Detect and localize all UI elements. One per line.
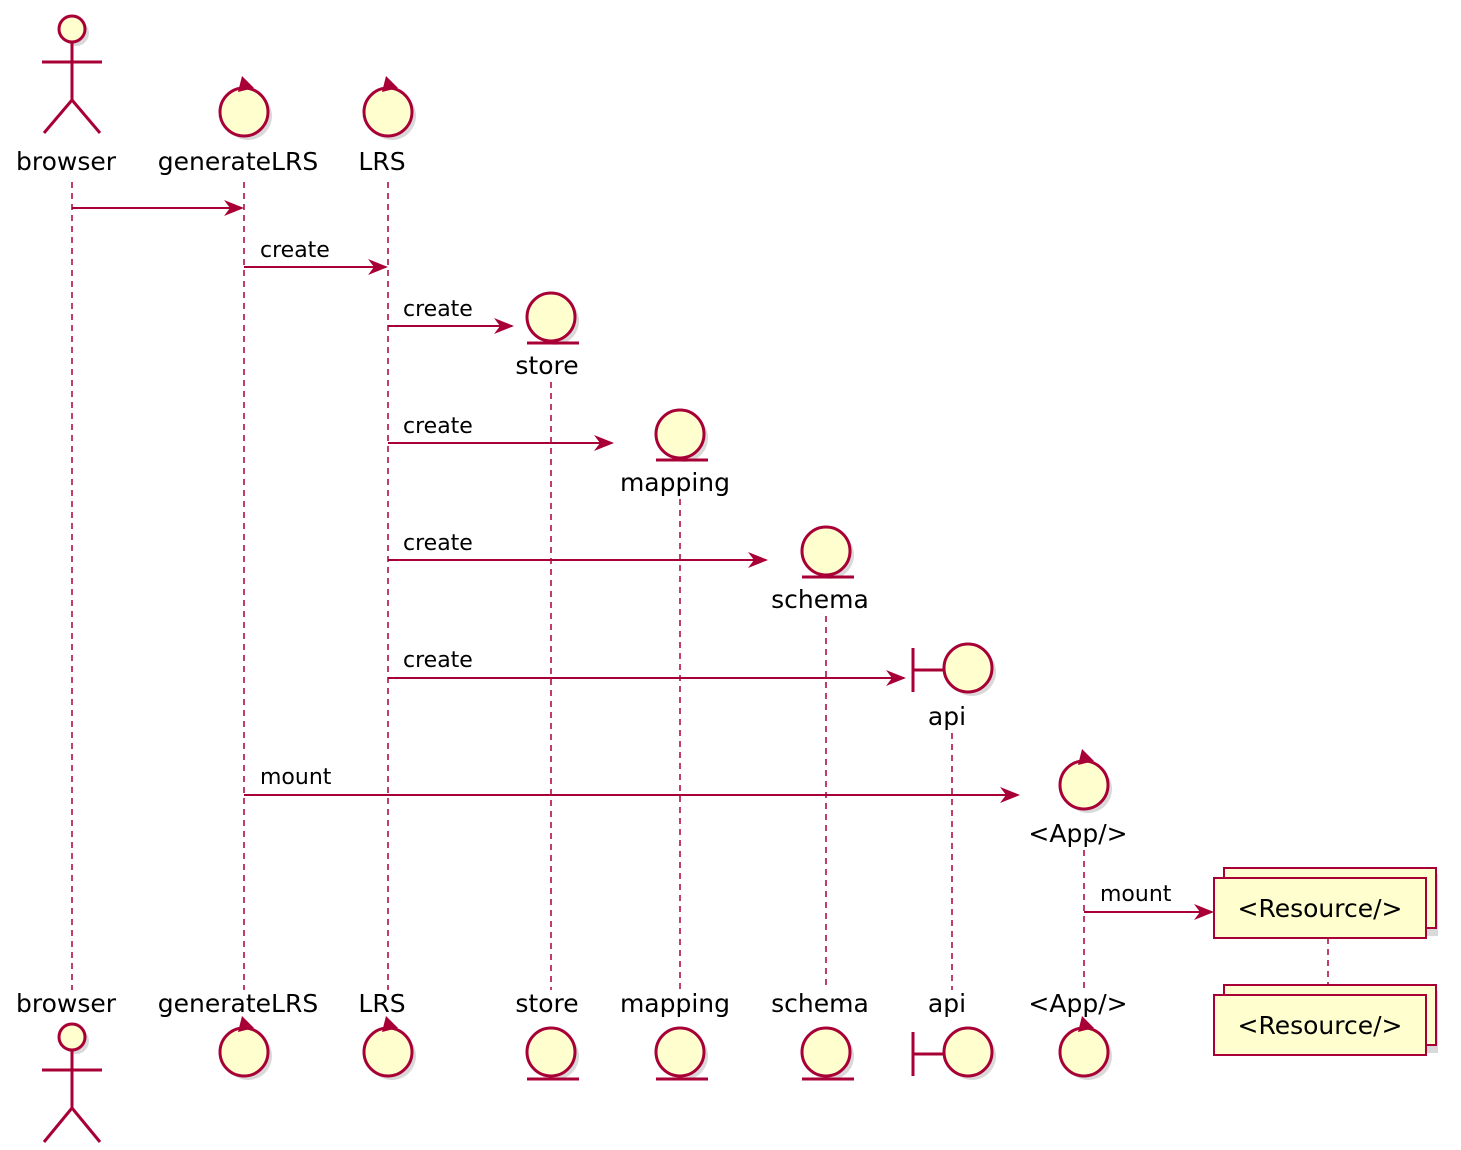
participant-label-browser-top: browser: [16, 147, 117, 176]
participant-label-schema-bottom: schema: [771, 989, 869, 1018]
collections-box-resource-bottom: [1213, 984, 1438, 1056]
control-icon-generatelrs-bottom: [218, 1016, 272, 1080]
message-label-5: create: [403, 531, 473, 556]
participant-label-browser-bottom: browser: [16, 989, 117, 1018]
participant-label-lrs-bottom: LRS: [358, 989, 405, 1018]
message-label-7: mount: [260, 765, 332, 790]
message-label-4: create: [403, 414, 473, 439]
participant-label-app-created: <App/>: [1028, 819, 1127, 848]
participant-label-api-bottom: api: [928, 989, 966, 1018]
participant-label-app-bottom: <App/>: [1028, 989, 1127, 1018]
entity-icon-store: [525, 291, 579, 345]
message-label-3: create: [403, 297, 473, 322]
participant-label-store-created: store: [515, 351, 578, 380]
actor-icon-browser: [42, 14, 102, 134]
participant-label-generatelrs-top: generateLRS: [158, 147, 318, 176]
message-label-6: create: [403, 648, 473, 673]
participant-label-resource-created: <Resource/>: [1238, 894, 1403, 923]
participant-label-lrs-top: LRS: [358, 147, 405, 176]
participant-label-api-created: api: [928, 702, 966, 731]
actor-icon-browser-bottom: [42, 1022, 102, 1143]
entity-icon-store-bottom: [525, 1026, 579, 1081]
entity-icon-mapping-bottom: [654, 1026, 708, 1081]
entity-icon-mapping: [654, 408, 708, 462]
participant-label-store-bottom: store: [515, 989, 578, 1018]
control-icon-app: [1058, 749, 1112, 813]
participant-label-schema-created: schema: [771, 585, 869, 614]
control-icon-lrs: [362, 76, 416, 140]
participant-label-resource-bottom: <Resource/>: [1238, 1011, 1403, 1040]
message-label-2: create: [260, 238, 330, 263]
boundary-icon-api-bottom: [911, 1026, 996, 1080]
control-icon-app-bottom: [1058, 1016, 1112, 1080]
control-icon-generatelrs: [218, 76, 272, 140]
entity-icon-schema-bottom: [800, 1026, 854, 1081]
control-icon-lrs-bottom: [362, 1016, 416, 1080]
message-label-8: mount: [1100, 882, 1172, 907]
participant-label-generatelrs-bottom: generateLRS: [158, 989, 318, 1018]
entity-icon-schema: [800, 525, 854, 579]
participant-label-mapping-created: mapping: [620, 468, 730, 497]
collections-box-resource-created: [1213, 867, 1438, 939]
participant-label-mapping-bottom: mapping: [620, 989, 730, 1018]
boundary-icon-api: [911, 642, 996, 696]
